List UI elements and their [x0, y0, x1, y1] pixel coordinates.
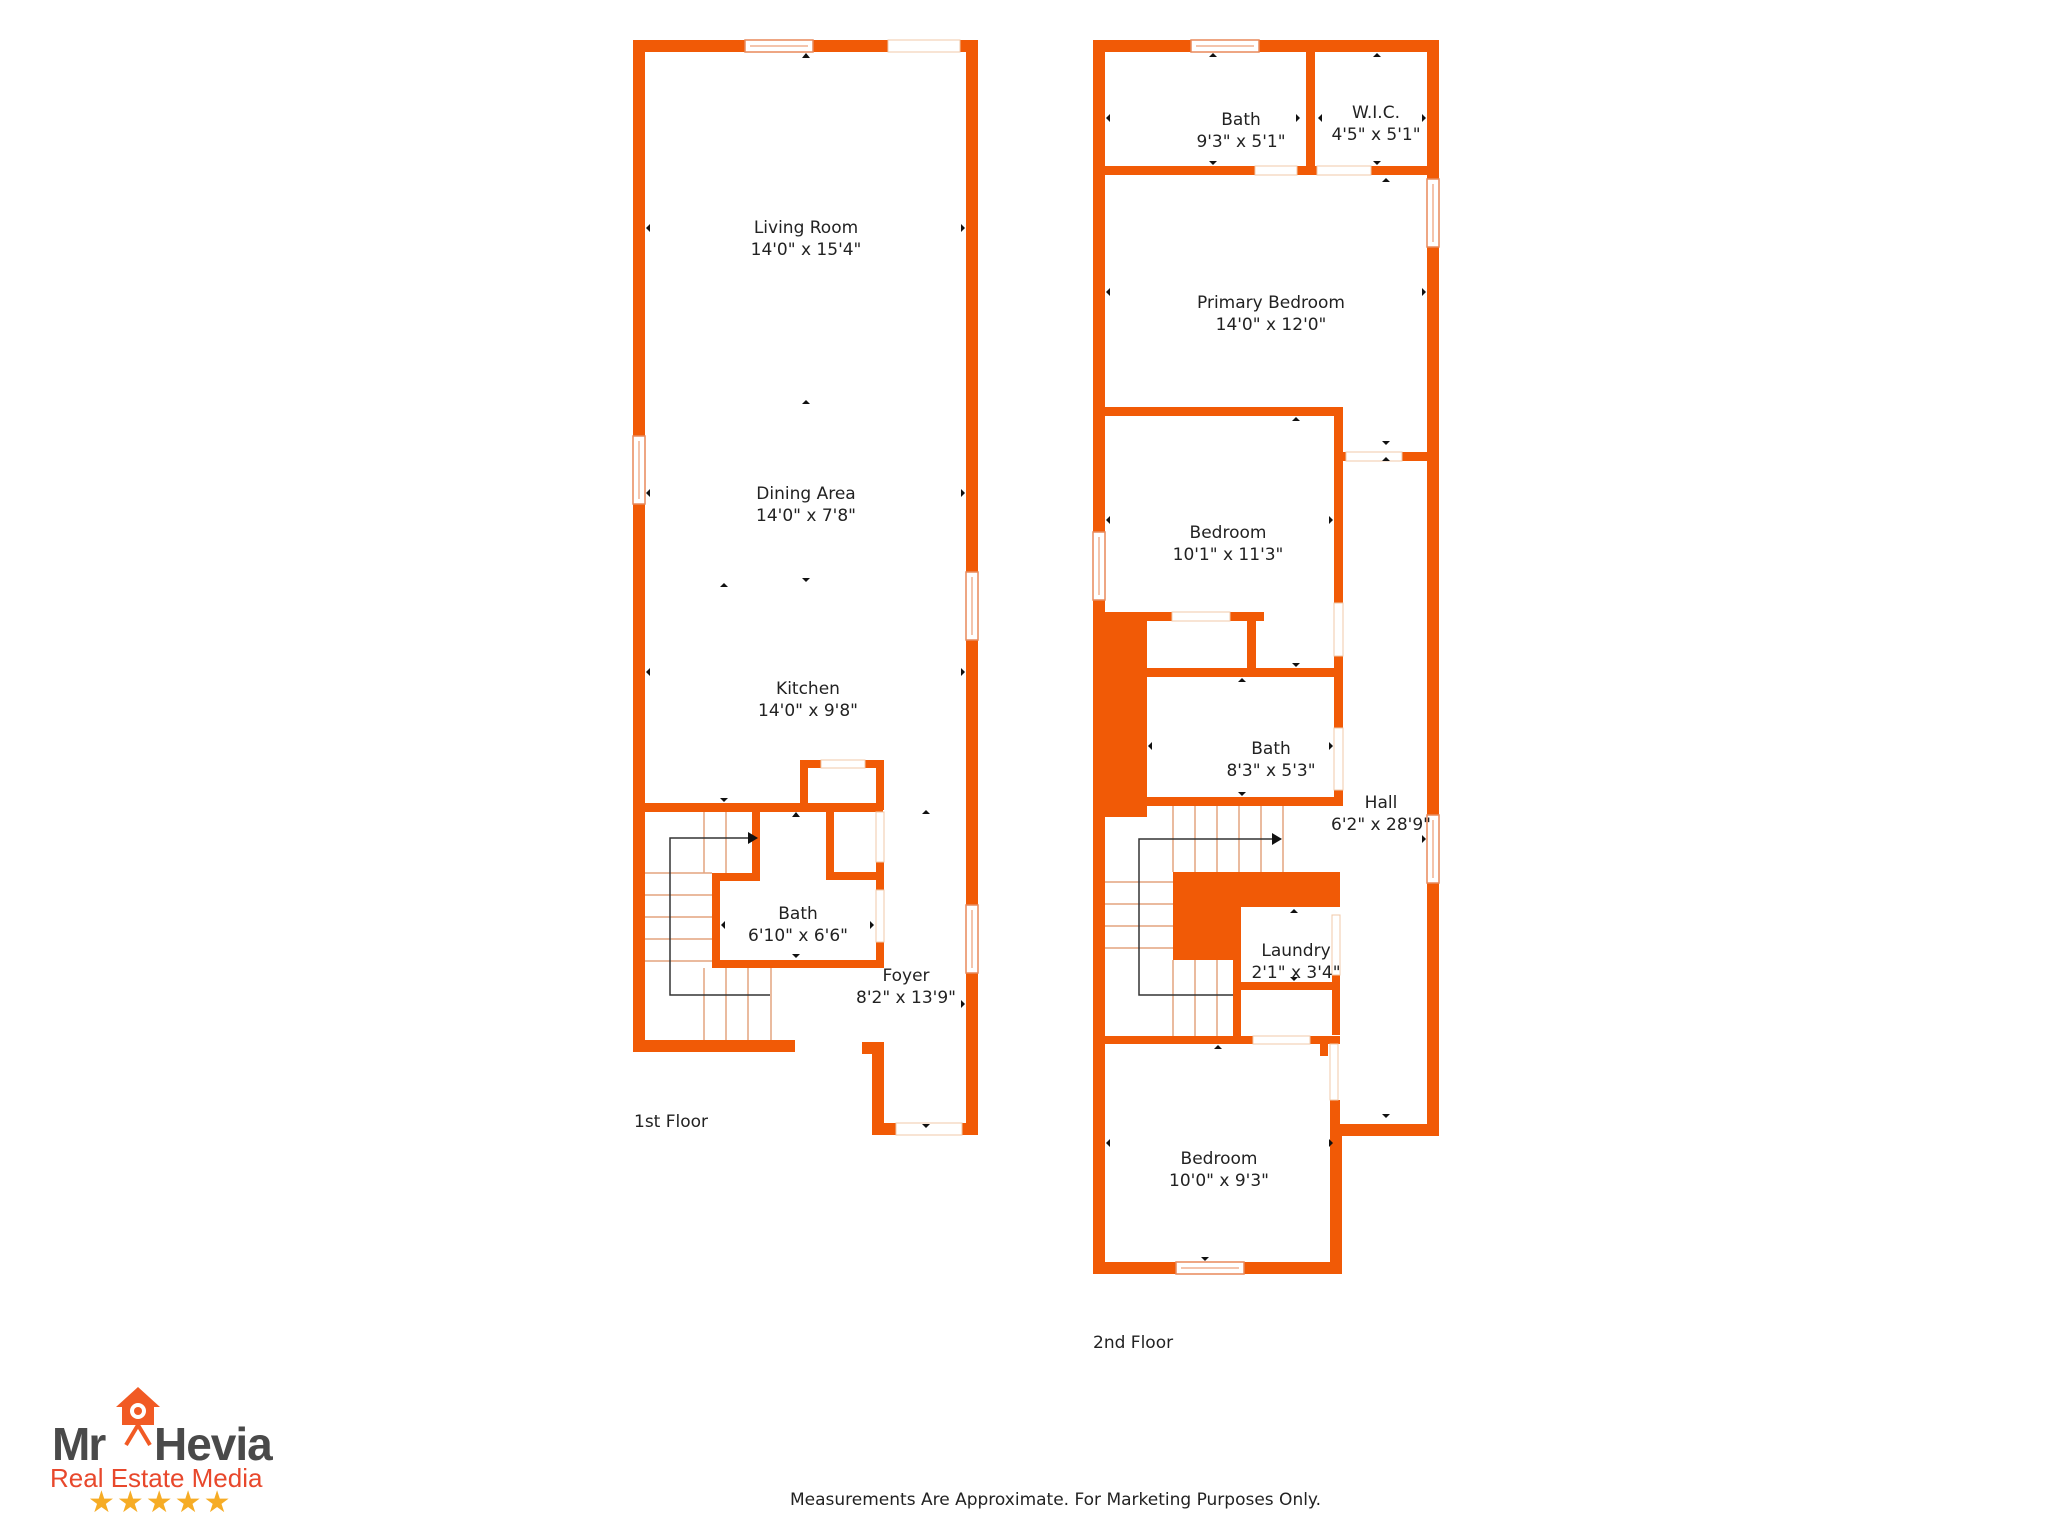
room-name: Bedroom [1180, 1149, 1258, 1169]
floor-label-2nd: 2nd Floor [1093, 1333, 1174, 1353]
first-floor-stairs [645, 812, 772, 1040]
second-floor-stairs [1105, 806, 1284, 1036]
room-label-kitchen: Kitchen 14'0" x 9'8" [758, 678, 858, 722]
room-dimensions: 14'0" x 12'0" [1215, 315, 1327, 335]
disclaimer-text: Measurements Are Approximate. For Market… [790, 1490, 1321, 1510]
room-name: Primary Bedroom [1197, 293, 1345, 313]
stair-direction-arrow-icon [1272, 833, 1282, 845]
second-floor-walls [1093, 40, 1439, 1274]
house-camera-icon [116, 1387, 160, 1447]
room-name: Bath [1221, 110, 1261, 130]
first-floor-openings [632, 39, 979, 1136]
room-label-foyer: Foyer 8'2" x 13'9" [856, 965, 956, 1009]
room-dimensions: 10'1" x 11'3" [1172, 545, 1284, 565]
second-floor-openings [1092, 39, 1440, 1275]
room-label-bath-hall: Bath 8'3" x 5'3" [1226, 738, 1315, 782]
room-name: Bath [1251, 739, 1291, 759]
room-name: Bedroom [1189, 523, 1267, 543]
room-dimensions: 4'5" x 5'1" [1331, 125, 1421, 145]
room-label-hall: Hall 6'2" x 28'9" [1331, 792, 1431, 836]
dimension-markers [646, 53, 1426, 1261]
room-label-bath-primary: Bath 9'3" x 5'1" [1196, 109, 1285, 153]
room-name: Laundry [1261, 941, 1331, 961]
room-name: Foyer [882, 966, 930, 986]
room-dimensions: 6'2" x 28'9" [1331, 815, 1431, 835]
room-name: Living Room [753, 218, 859, 238]
brand-tagline: Real Estate Media [50, 1463, 263, 1493]
room-label-bedroom-middle: Bedroom 10'1" x 11'3" [1173, 522, 1284, 566]
room-dimensions: 9'3" x 5'1" [1196, 132, 1286, 152]
room-label-primary-bedroom: Primary Bedroom 14'0" x 12'0" [1197, 292, 1345, 336]
room-name: Bath [778, 904, 818, 924]
room-label-dining-area: Dining Area 14'0" x 7'8" [756, 483, 856, 527]
room-name: Kitchen [776, 679, 840, 699]
brand-logo: Mr Hevia Real Estate Media ★★★★★ [50, 1385, 290, 1520]
room-label-laundry: Laundry 2'1" x 3'4" [1251, 940, 1340, 984]
stair-direction-arrow-icon [748, 832, 758, 844]
room-dimensions: 14'0" x 7'8" [756, 506, 856, 526]
room-dimensions: 14'0" x 15'4" [750, 240, 862, 260]
room-dimensions: 2'1" x 3'4" [1251, 963, 1341, 983]
room-dimensions: 14'0" x 9'8" [758, 701, 858, 721]
brand-name-right: Hevia [154, 1418, 273, 1470]
room-dimensions: 10'0" x 9'3" [1169, 1171, 1269, 1191]
room-dimensions: 6'10" x 6'6" [748, 926, 848, 946]
star-rating-icon: ★★★★★ [88, 1485, 233, 1520]
room-name: Hall [1364, 793, 1398, 813]
room-label-bath-1st: Bath 6'10" x 6'6" [748, 903, 848, 947]
room-name: Dining Area [756, 484, 856, 504]
room-dimensions: 8'2" x 13'9" [856, 988, 956, 1008]
room-label-living-room: Living Room 14'0" x 15'4" [751, 217, 862, 261]
room-dimensions: 8'3" x 5'3" [1226, 761, 1316, 781]
floor-label-1st: 1st Floor [634, 1112, 709, 1132]
room-label-bedroom-front: Bedroom 10'0" x 9'3" [1169, 1148, 1269, 1192]
room-label-wic: W.I.C. 4'5" x 5'1" [1331, 102, 1420, 146]
brand-name-left: Mr [52, 1418, 106, 1470]
room-name: W.I.C. [1352, 103, 1400, 123]
